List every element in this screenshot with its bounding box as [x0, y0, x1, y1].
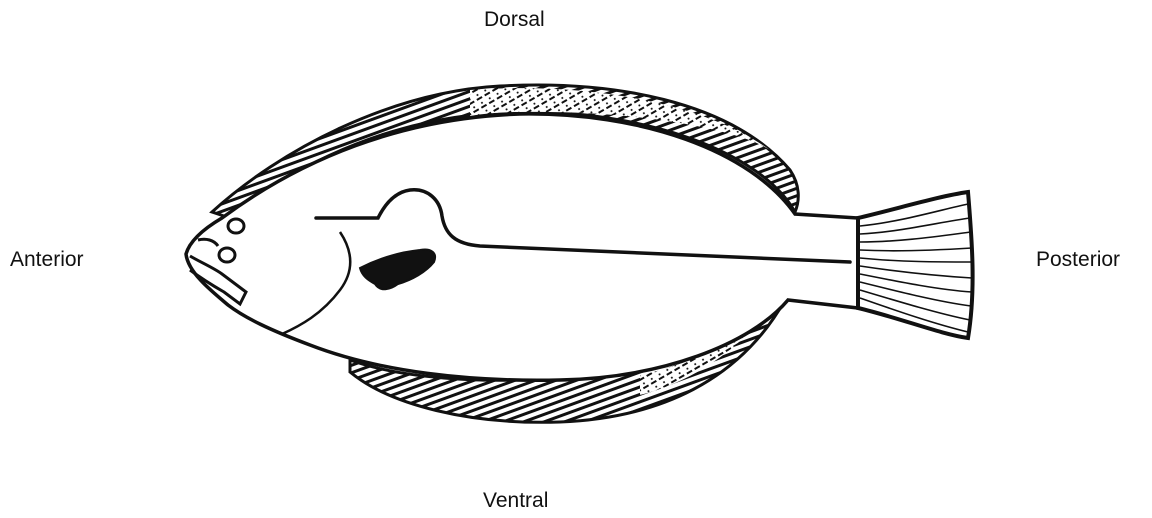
dorsal-label: Dorsal [484, 8, 545, 32]
posterior-label: Posterior [1036, 248, 1120, 272]
ventral-label: Ventral [483, 489, 548, 513]
anterior-label: Anterior [10, 248, 84, 272]
